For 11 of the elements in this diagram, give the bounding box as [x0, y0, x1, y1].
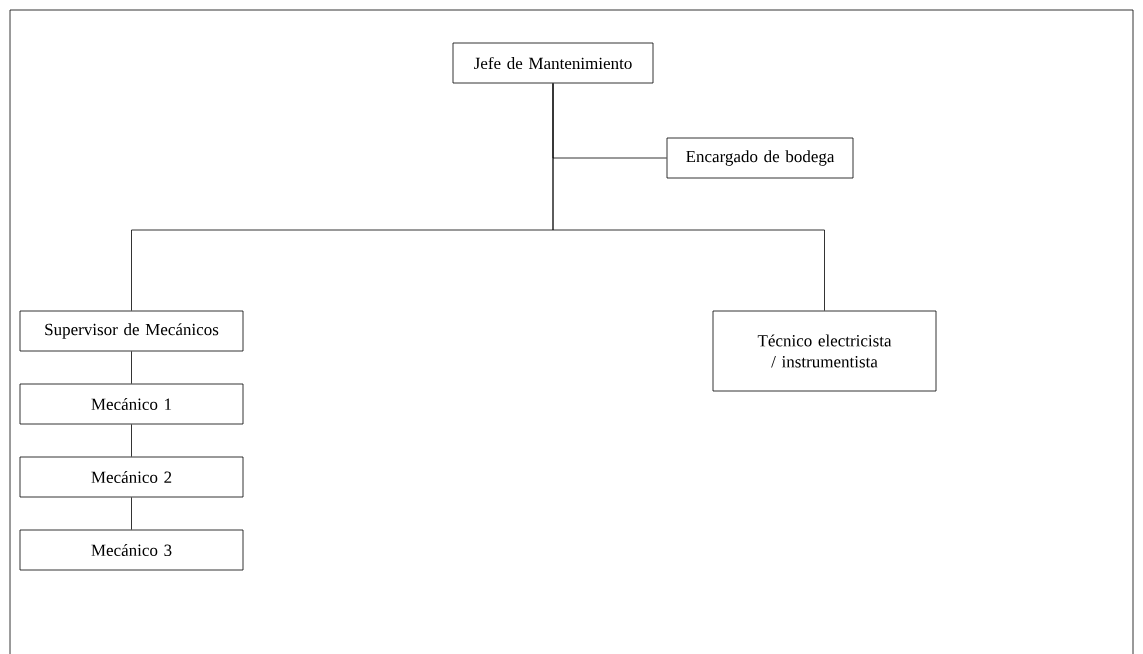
org-box: Mecánico 3 [19, 529, 244, 571]
connector-line [131, 424, 132, 457]
org-box: Jefe de Mantenimiento [452, 42, 654, 84]
org-box: Técnico electricista / instrumentista [712, 310, 937, 392]
connector-line [131, 497, 132, 530]
connector-line [131, 351, 132, 384]
org-box: Supervisor de Mecánicos [19, 310, 244, 352]
org-box: Encargado de bodega [666, 137, 854, 179]
connector-line [552, 83, 825, 311]
org-box: Mecánico 2 [19, 456, 244, 498]
org-box: Mecánico 1 [19, 383, 244, 425]
